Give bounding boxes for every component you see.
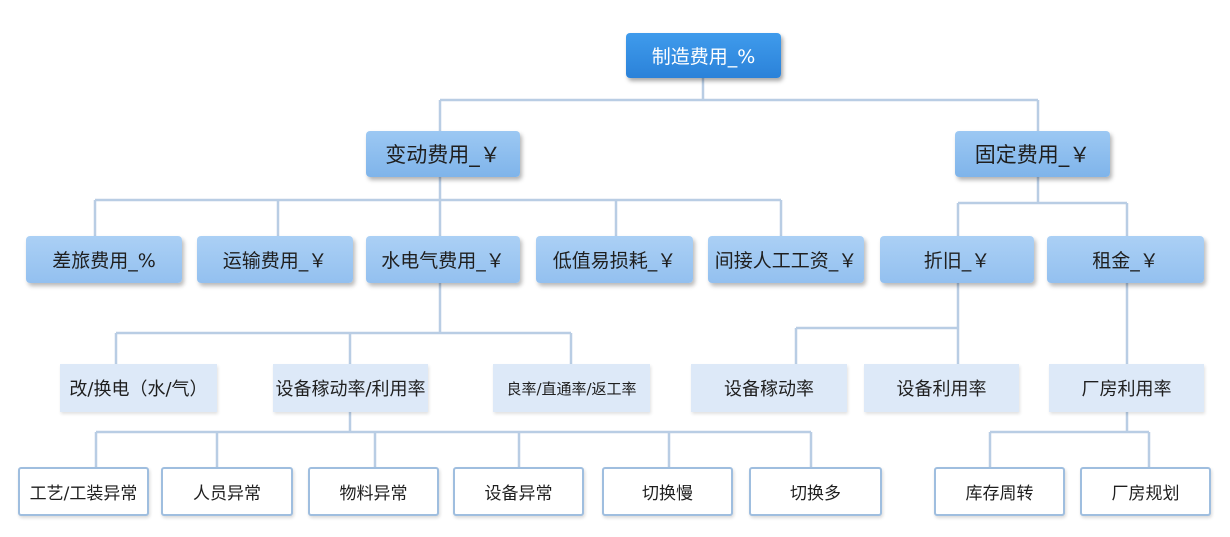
node-equipment-availability: 设备稼动率 [691, 364, 847, 412]
node-transport-cost: 运输费用_￥ [197, 236, 353, 283]
node-material-anomaly: 物料异常 [308, 467, 439, 516]
node-plant-utilization: 厂房利用率 [1049, 364, 1204, 412]
node-indirect-labor: 间接人工工资_￥ [708, 236, 864, 283]
node-switch-power: 改/换电（水/气） [60, 364, 217, 412]
node-plant-planning: 厂房规划 [1080, 467, 1211, 516]
node-consumables-loss: 低值易损耗_￥ [536, 236, 693, 283]
node-slow-changeover: 切换慢 [602, 467, 733, 516]
node-variable-cost: 变动费用_￥ [366, 131, 520, 177]
node-rent: 租金_￥ [1047, 236, 1204, 283]
node-equipment-rates: 设备稼动率/利用率 [273, 364, 428, 412]
node-frequent-changeover: 切换多 [749, 467, 882, 516]
node-process-anomaly: 工艺/工装异常 [18, 467, 149, 516]
node-inventory-turnover: 库存周转 [934, 467, 1065, 516]
node-staff-anomaly: 人员异常 [161, 467, 293, 516]
node-utilities-cost: 水电气费用_￥ [366, 236, 520, 283]
node-yield-rates: 良率/直通率/返工率 [493, 364, 650, 412]
node-travel-cost: 差旅费用_% [26, 236, 182, 283]
node-equipment-utilization: 设备利用率 [864, 364, 1019, 412]
node-equipment-anomaly: 设备异常 [453, 467, 584, 516]
root-node-manufacturing-cost: 制造费用_% [626, 33, 781, 78]
node-fixed-cost: 固定费用_￥ [955, 131, 1110, 177]
node-depreciation: 折旧_￥ [880, 236, 1034, 283]
